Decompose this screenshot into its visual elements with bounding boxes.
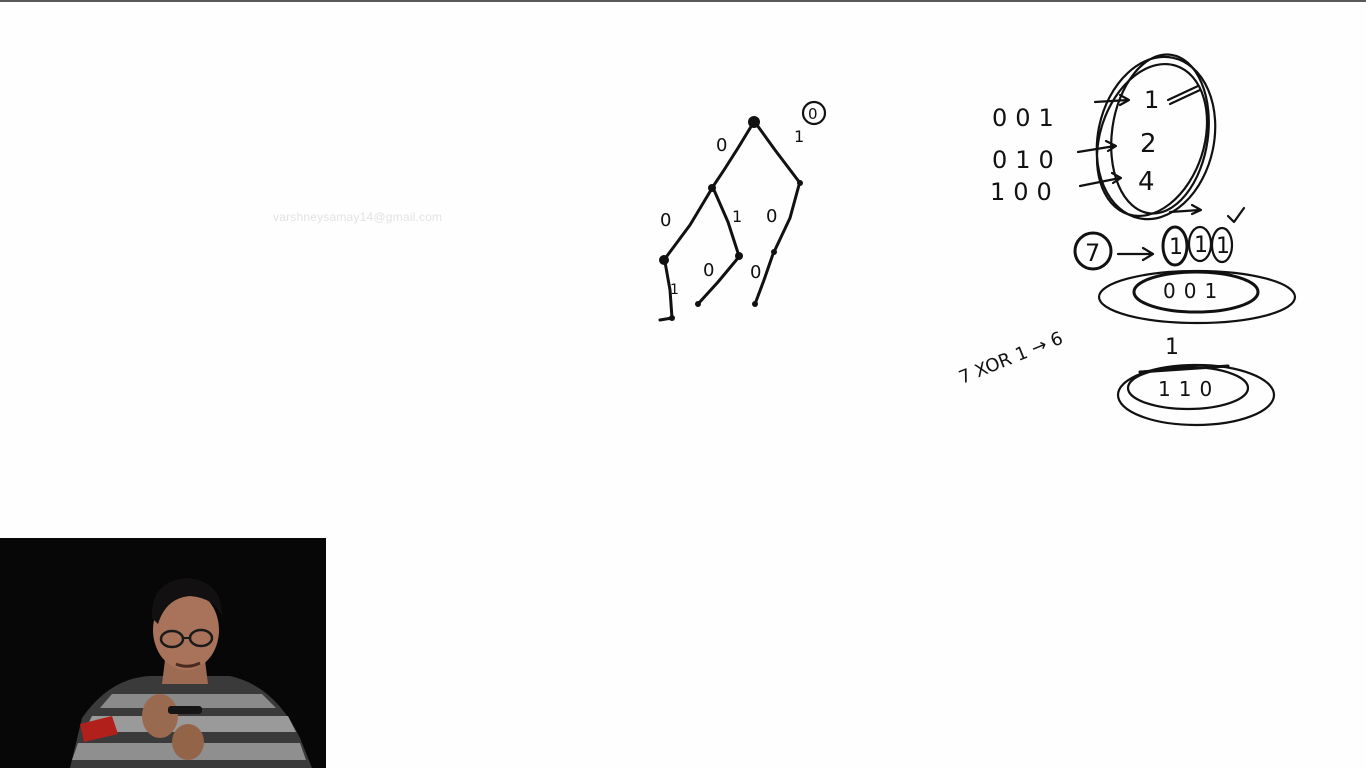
check-mark xyxy=(1226,206,1246,224)
trie-label-circled: 0 xyxy=(808,105,818,123)
result-top: 001 xyxy=(1163,279,1225,303)
trie-edge-l2b-down xyxy=(696,256,740,306)
set-value-1: 1 xyxy=(1144,86,1159,114)
query-bit-1: 1 xyxy=(1169,235,1183,260)
trie-edge-l1-left xyxy=(662,188,713,262)
query-bit-circle-3 xyxy=(1210,226,1234,264)
trie-edge-root-left xyxy=(710,123,754,190)
set-oval-2 xyxy=(1095,62,1209,218)
result-bottom: 110 xyxy=(1158,377,1220,401)
query-arrow xyxy=(1116,246,1155,262)
presenter-figure xyxy=(0,538,326,768)
query-bit-2: 1 xyxy=(1194,233,1208,258)
xor-notes: 001 010 100 1 2 4 7 1 1 1 001 xyxy=(956,53,1297,427)
presenter-webcam xyxy=(0,538,326,768)
trie-label-root-left: 0 xyxy=(716,135,727,156)
trie-edge-l2c-down xyxy=(753,252,775,306)
trie-leaf-a xyxy=(669,315,675,321)
set-value-4: 4 xyxy=(1138,167,1155,197)
query-value: 7 xyxy=(1085,239,1100,267)
trie-label-l2c: 0 xyxy=(750,262,761,283)
result-top-oval-inner xyxy=(1132,270,1260,314)
trie-diagram: 0 1 0 0 1 0 1 0 0 xyxy=(658,100,827,322)
trie-edge-r1-down xyxy=(772,183,801,254)
query-circle xyxy=(1073,231,1113,271)
binary-row-2: 010 xyxy=(992,146,1062,174)
trie-label-l1-right: 1 xyxy=(732,207,742,226)
trie-label-root-right: 1 xyxy=(794,127,804,146)
trie-edge-root-right xyxy=(755,123,802,185)
arrow-under-set xyxy=(1168,203,1203,216)
separator-one: 1 xyxy=(1165,335,1179,360)
trie-leaf-b xyxy=(695,301,701,307)
trie-edge-l1-right xyxy=(712,188,741,258)
email-watermark: varshneysamay14@gmail.com xyxy=(273,210,443,224)
binary-row-3: 100 xyxy=(990,178,1060,206)
set-value-2: 2 xyxy=(1140,129,1157,159)
trie-leaf-c xyxy=(752,301,758,307)
trie-edge-l2a-down xyxy=(658,260,674,322)
result-bottom-oval-outer xyxy=(1116,363,1276,427)
trie-label-l2b: 0 xyxy=(703,260,714,281)
top-border xyxy=(0,0,1366,2)
query-bit-circle-1 xyxy=(1161,225,1189,267)
set-oval-3 xyxy=(1110,53,1210,215)
trie-label-r1: 0 xyxy=(766,206,777,227)
binary-row-1: 001 xyxy=(992,104,1062,132)
result-bottom-oval-inner xyxy=(1126,365,1250,411)
set-oval-1 xyxy=(1095,55,1217,221)
query-bit-3: 1 xyxy=(1216,234,1230,259)
scribble-strike xyxy=(1166,84,1202,106)
trie-circled-mark xyxy=(801,100,827,126)
trie-label-l2a: 1 xyxy=(670,282,679,298)
result-bottom-overline xyxy=(1138,364,1230,374)
trie-label-l1-left: 0 xyxy=(660,210,671,231)
xor-expression: 7 XOR 1 → 6 xyxy=(956,328,1066,389)
